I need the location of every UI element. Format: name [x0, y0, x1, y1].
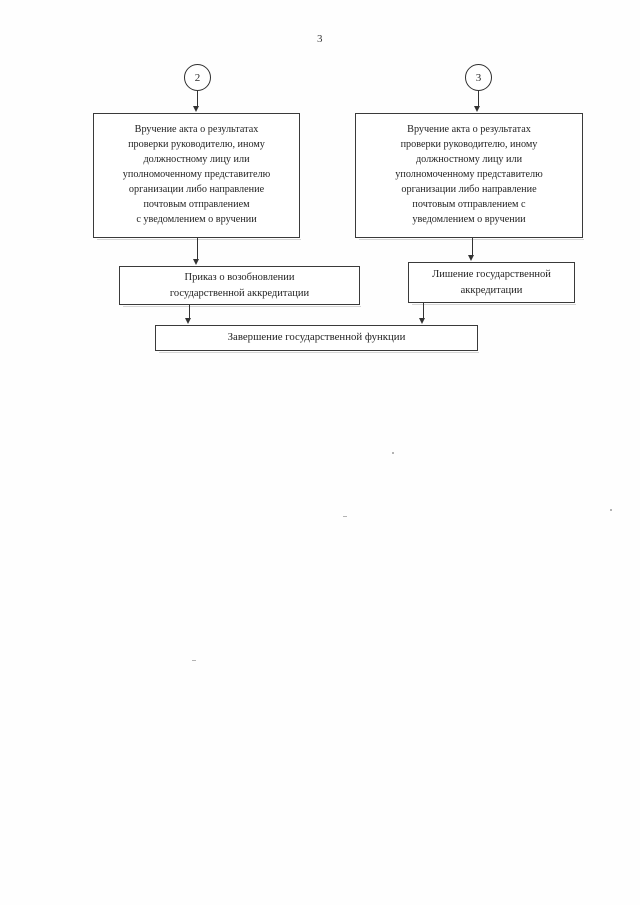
- box-left-mid-label: Приказ о возобновлении государственной а…: [169, 272, 310, 299]
- box-bottom: Завершение государственной функции: [155, 325, 479, 353]
- connector-circle-2: 2: [184, 64, 211, 91]
- box-right-top-label: Вручение акта о результатах проверки рук…: [395, 124, 543, 225]
- box-right-mid: Лишение государственной аккредитации: [408, 262, 576, 305]
- scan-speck: [610, 509, 612, 511]
- box-left-top-label: Вручение акта о результатах проверки рук…: [122, 124, 271, 225]
- edge-right-mid-to-bottom-arrowhead: [419, 318, 425, 324]
- connector-circle-3-label: 3: [475, 71, 482, 84]
- edge-conn2-to-left-top-arrowhead: [193, 106, 199, 112]
- edge-left-mid-to-bottom-arrowhead: [185, 318, 191, 324]
- box-right-top: Вручение акта о результатах проверки рук…: [355, 113, 584, 240]
- edge-left-mid-to-bottom-line: [188, 305, 190, 320]
- connector-circle-2-label: 2: [194, 71, 201, 84]
- edge-conn2-to-left-top-line: [196, 91, 198, 107]
- edge-left-top-to-left-mid-line: [196, 238, 198, 260]
- box-left-mid: Приказ о возобновлении государственной а…: [119, 266, 361, 307]
- scan-speck: [343, 516, 347, 517]
- edge-right-top-to-right-mid-arrowhead: [468, 255, 474, 261]
- edge-conn3-to-right-top-line: [477, 91, 479, 107]
- box-bottom-label: Завершение государственной функции: [227, 331, 406, 344]
- edge-right-top-to-right-mid-line: [471, 238, 473, 256]
- box-left-top: Вручение акта о результатах проверки рук…: [93, 113, 301, 240]
- scan-speck: [392, 452, 394, 454]
- connector-circle-3: 3: [465, 64, 492, 91]
- box-right-mid-label: Лишение государственной аккредитации: [432, 269, 551, 296]
- page-number: 3: [317, 33, 323, 45]
- scan-speck: [192, 660, 196, 661]
- edge-conn3-to-right-top-arrowhead: [474, 106, 480, 112]
- edge-right-mid-to-bottom-line: [422, 303, 424, 320]
- edge-left-top-to-left-mid-arrowhead: [193, 259, 199, 265]
